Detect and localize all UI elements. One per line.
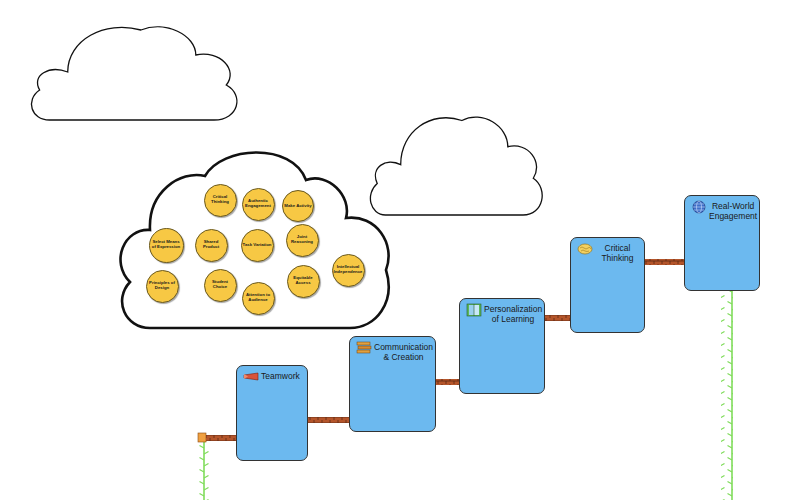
brick-bridge xyxy=(545,315,570,321)
concept-circle: Attention to Audience xyxy=(242,282,275,315)
step-title: Communication & Creation xyxy=(374,341,433,363)
step-heading: Teamwork xyxy=(237,366,307,384)
cloud xyxy=(370,117,542,215)
brick-bridge xyxy=(545,315,570,321)
brick-bridge xyxy=(436,379,459,385)
concept-label: Select Means of Expression xyxy=(151,240,182,250)
concept-circle: Student Choice xyxy=(204,269,237,302)
start-block xyxy=(198,433,206,442)
cloud xyxy=(121,153,389,329)
pennant-icon xyxy=(243,370,259,384)
step-box: Communication & Creation xyxy=(349,336,436,432)
concept-circle: Shared Product xyxy=(195,229,228,262)
concept-label: Task Variation xyxy=(243,243,272,248)
step-box: Personalization of Learning xyxy=(459,298,545,394)
concept-circle: Equitable Access xyxy=(287,265,320,298)
concept-label: Attention to Audience xyxy=(244,293,273,303)
concept-label: Shared Product xyxy=(197,240,226,250)
layers-icon xyxy=(356,341,372,355)
concept-circle: Critical Thinking xyxy=(204,184,237,217)
step-box: Real-World Engagement xyxy=(684,195,760,291)
concept-circle: Intellectual Independence xyxy=(332,254,365,287)
concept-label: Student Choice xyxy=(206,280,235,290)
brick-bridge xyxy=(206,435,236,441)
step-heading: Personalization of Learning xyxy=(460,299,544,325)
concept-label: Principles of Design xyxy=(148,281,177,291)
globe-icon xyxy=(691,200,707,214)
step-heading: Critical Thinking xyxy=(571,238,644,264)
concept-label: Joint Reasoning xyxy=(288,235,317,245)
brick-bridge xyxy=(645,259,684,265)
concept-circle: Select Means of Expression xyxy=(149,228,184,263)
concept-circle: Joint Reasoning xyxy=(286,224,319,257)
step-box: Teamwork xyxy=(236,365,308,461)
concept-circle: Authentic Engagement xyxy=(242,188,275,221)
brick-bridge xyxy=(308,417,349,423)
concept-label: Authentic Engagement xyxy=(244,199,273,209)
step-heading: Communication & Creation xyxy=(350,337,435,363)
step-title: Teamwork xyxy=(261,370,300,382)
concept-label: Make Activity xyxy=(284,204,311,209)
concept-circle: Principles of Design xyxy=(146,270,179,303)
book-icon xyxy=(466,303,482,317)
step-title: Personalization of Learning xyxy=(484,303,542,325)
brick-bridge xyxy=(436,379,459,385)
concept-label: Equitable Access xyxy=(289,276,318,286)
step-box: Critical Thinking xyxy=(570,237,645,333)
concept-circle: Task Variation xyxy=(241,229,274,262)
brick-bridge xyxy=(308,417,349,423)
cloud xyxy=(31,27,236,120)
step-title: Critical Thinking xyxy=(595,242,640,264)
brain-icon xyxy=(577,242,593,256)
concept-circle: Make Activity xyxy=(282,190,314,222)
concept-label: Intellectual Independence xyxy=(334,265,363,275)
vine xyxy=(197,291,733,500)
step-heading: Real-World Engagement xyxy=(685,196,759,222)
brick-bridge xyxy=(645,259,684,265)
concept-label: Critical Thinking xyxy=(206,195,235,205)
step-title: Real-World Engagement xyxy=(709,200,757,222)
